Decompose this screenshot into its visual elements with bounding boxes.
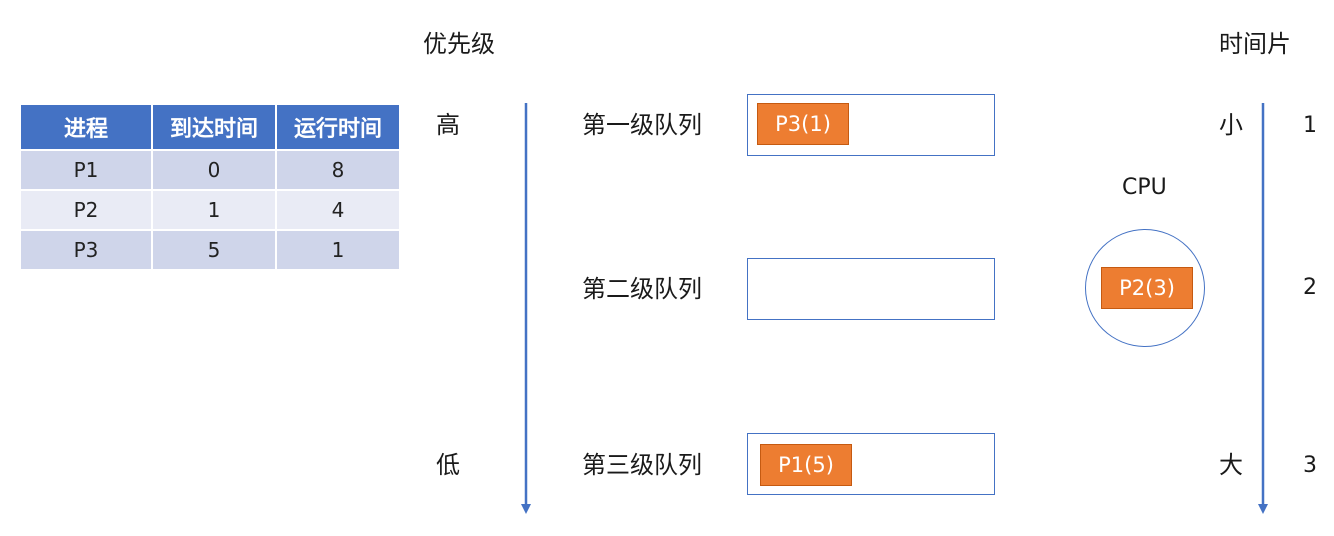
table-header-process: 进程 [19, 103, 153, 151]
table-header-row: 进程 到达时间 运行时间 [19, 103, 401, 151]
queue-box-3: P1(5) [747, 433, 995, 495]
table-cell: P2 [19, 189, 153, 231]
priority-high-label: 高 [436, 111, 460, 139]
timeslice-large-label: 大 [1219, 451, 1243, 479]
table-cell: P3 [19, 229, 153, 271]
timeslice-value-3: 3 [1303, 453, 1317, 478]
queue-label-3: 第三级队列 [582, 451, 702, 479]
process-chip-p3: P3(1) [757, 103, 849, 145]
table-cell: 1 [151, 189, 277, 231]
queue-box-2 [747, 258, 995, 320]
process-chip-p2: P2(3) [1101, 267, 1193, 309]
queue-label-2: 第二级队列 [582, 275, 702, 303]
queue-box-1: P3(1) [747, 94, 995, 156]
table-row: P2 1 4 [19, 189, 401, 231]
table-header-arrival: 到达时间 [151, 103, 277, 151]
process-chip-p1: P1(5) [760, 444, 852, 486]
priority-low-label: 低 [436, 451, 460, 479]
timeslice-small-label: 小 [1219, 111, 1243, 139]
timeslice-arrow [1258, 103, 1268, 514]
table-cell: P1 [19, 149, 153, 191]
table-row: P3 5 1 [19, 229, 401, 271]
priority-arrow [521, 103, 531, 514]
table-header-runtime: 运行时间 [275, 103, 401, 151]
table-cell: 1 [275, 229, 401, 271]
cpu-circle: P2(3) [1085, 229, 1205, 347]
queue-label-1: 第一级队列 [582, 111, 702, 139]
table-cell: 8 [275, 149, 401, 191]
timeslice-value-1: 1 [1303, 113, 1317, 138]
table-cell: 5 [151, 229, 277, 271]
timeslice-title: 时间片 [1219, 30, 1291, 58]
process-table: 进程 到达时间 运行时间 P1 0 8 P2 1 4 P3 5 1 [19, 103, 401, 271]
table-cell: 4 [275, 189, 401, 231]
timeslice-value-2: 2 [1303, 275, 1317, 300]
table-cell: 0 [151, 149, 277, 191]
cpu-label: CPU [1122, 175, 1167, 200]
priority-title: 优先级 [423, 30, 495, 58]
table-row: P1 0 8 [19, 149, 401, 191]
